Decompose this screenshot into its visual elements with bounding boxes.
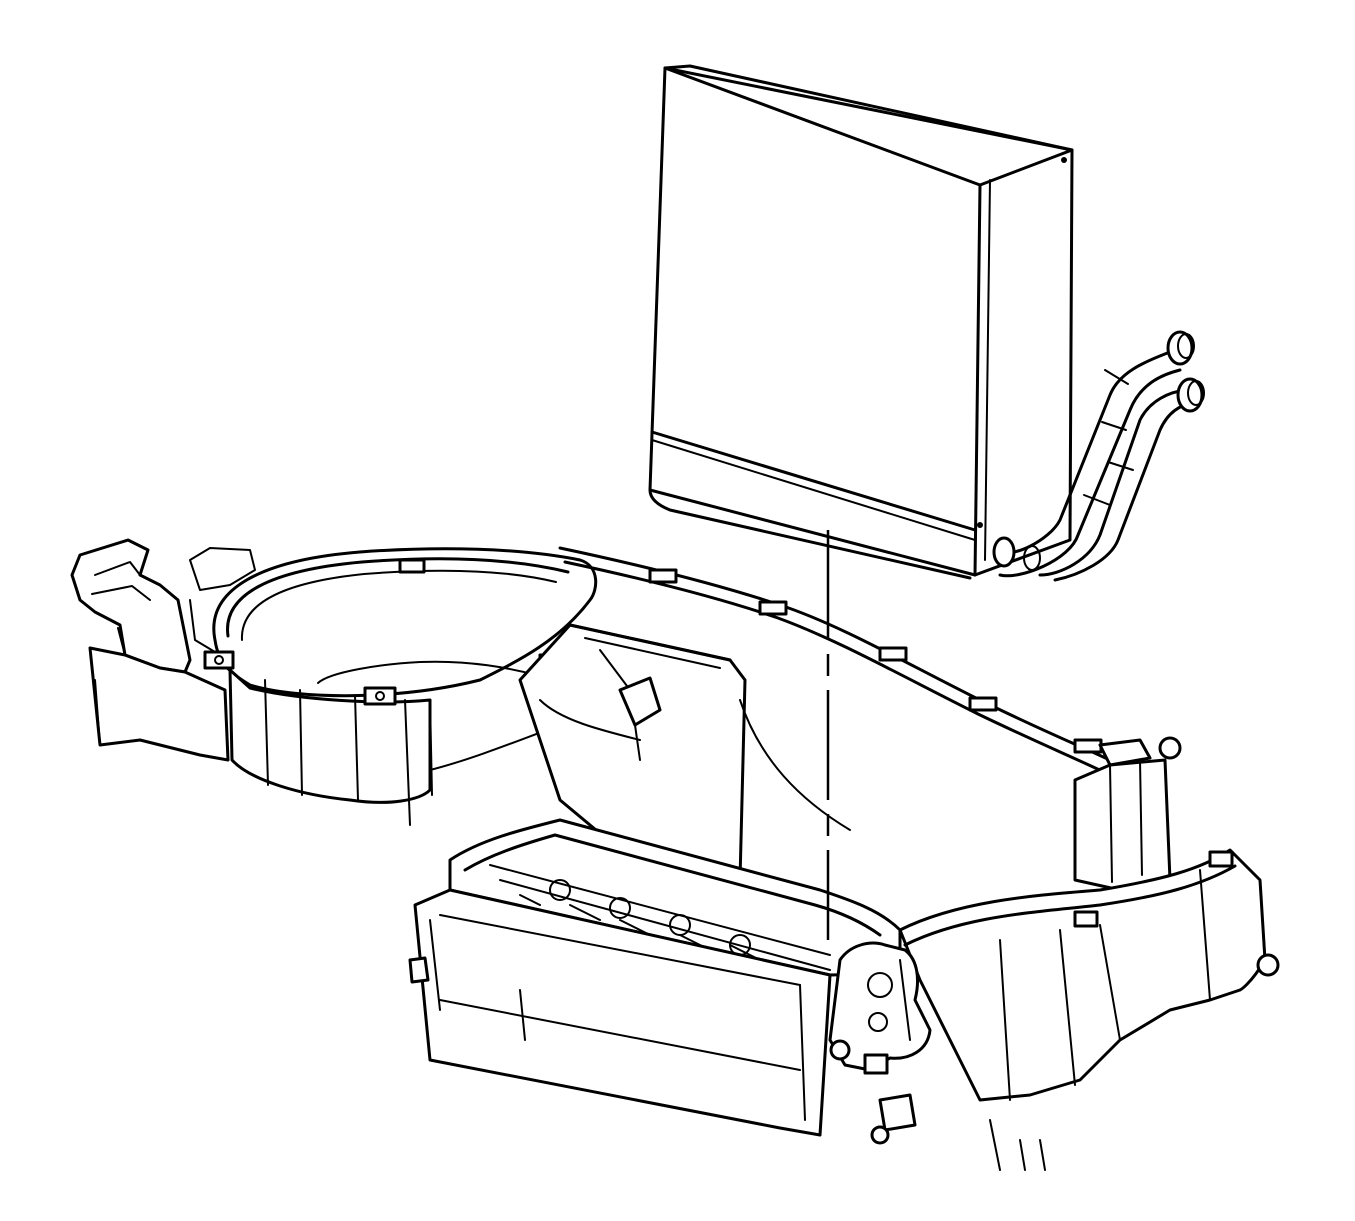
heater-core-pipes bbox=[992, 330, 1205, 582]
housing-front-base bbox=[408, 888, 917, 1145]
mode-door-actuator bbox=[828, 941, 932, 1075]
hvac-module-housing bbox=[70, 538, 1280, 1171]
heater-core bbox=[648, 64, 1074, 580]
heater-core-seat bbox=[448, 818, 902, 977]
blower-motor-opening bbox=[203, 547, 598, 826]
housing-right-side bbox=[898, 736, 1280, 1171]
left-duct-bracket bbox=[70, 538, 256, 762]
housing-rear-rim bbox=[558, 546, 1122, 777]
